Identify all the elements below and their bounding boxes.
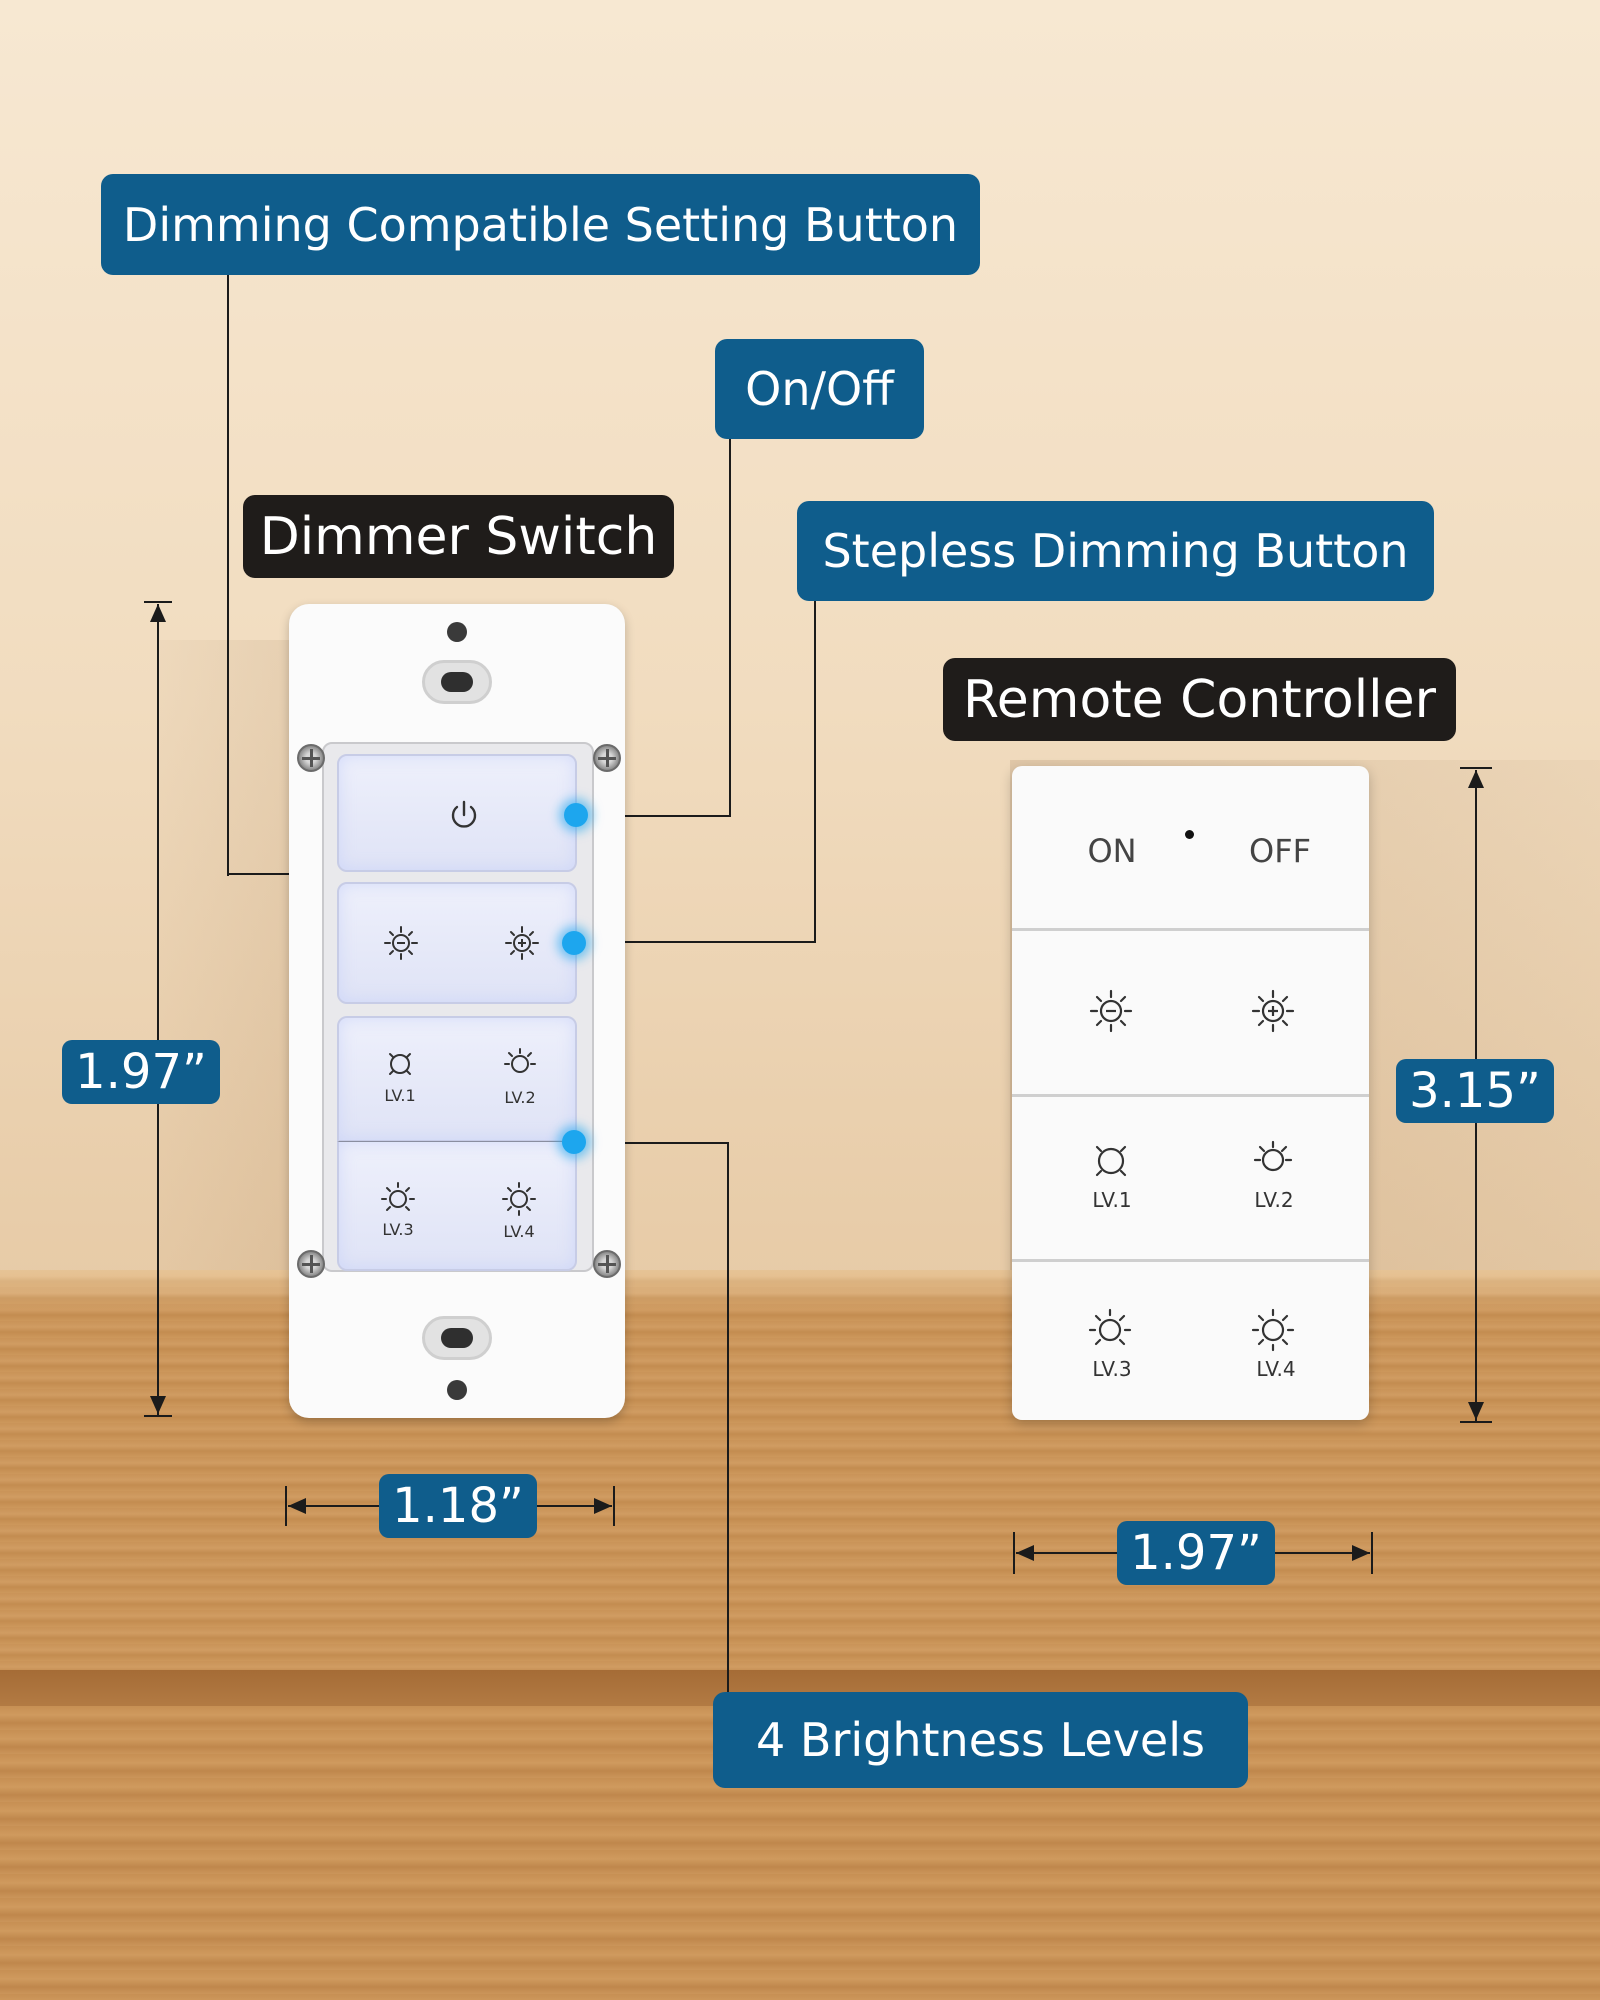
brightness-down-icon [384, 926, 418, 960]
callout-line-brightness [576, 1142, 728, 1144]
callout-line-stepless [814, 600, 816, 943]
plate-top-hole [447, 622, 467, 642]
switch-dimming-button[interactable] [337, 882, 577, 1004]
remote-on-button[interactable]: ON [1087, 832, 1137, 870]
sun-icon[interactable] [1086, 1306, 1134, 1354]
callout-line-on-off [729, 438, 731, 816]
remote-divider [1012, 928, 1369, 931]
stepless-indicator [562, 931, 586, 955]
screw-icon [297, 744, 325, 772]
sun-icon[interactable] [1090, 1140, 1132, 1182]
remote-width-label: 1.97” [1117, 1521, 1275, 1585]
callout-line-dimming-compatible [227, 272, 229, 876]
remote-controller-body [1012, 766, 1369, 1420]
remote-height-label: 3.15” [1396, 1059, 1554, 1123]
switch-lv3-label: LV.3 [382, 1220, 414, 1239]
remote-divider [1012, 1259, 1369, 1262]
callout-line-brightness-v [727, 1142, 729, 1696]
sun-icon [502, 1182, 536, 1216]
switch-level-button-3-4[interactable] [337, 1141, 577, 1271]
switch-height-arrow [144, 601, 172, 1417]
plate-bottom-slot [422, 1316, 492, 1360]
plate-top-slot [422, 660, 492, 704]
switch-lv1-label: LV.1 [384, 1086, 416, 1105]
callout-line-on-off-h [576, 815, 731, 817]
on-off-indicator [564, 803, 588, 827]
brightness-levels-label: 4 Brightness Levels [713, 1692, 1248, 1788]
stepless-dimming-label: Stepless Dimming Button [797, 501, 1434, 601]
callout-line-dimming-compatible-h [227, 873, 337, 875]
dimmer-switch-title: Dimmer Switch [243, 495, 674, 578]
switch-lv4-label: LV.4 [503, 1222, 535, 1241]
sun-icon[interactable] [1249, 1306, 1297, 1354]
dimming-compatible-label: Dimming Compatible Setting Button [101, 174, 980, 275]
screw-icon [297, 1250, 325, 1278]
switch-width-label: 1.18” [379, 1474, 537, 1538]
power-icon [451, 800, 477, 828]
brightness-indicator [562, 1130, 586, 1154]
callout-line-stepless-h [576, 941, 816, 943]
switch-power-button[interactable] [337, 754, 577, 872]
sun-icon [504, 1048, 536, 1073]
remote-lv2-label: LV.2 [1254, 1188, 1294, 1212]
plate-bottom-hole [447, 1380, 467, 1400]
remote-led [1185, 830, 1194, 839]
switch-lv2-label: LV.2 [504, 1088, 536, 1107]
sun-icon[interactable] [1251, 1138, 1295, 1182]
remote-divider [1012, 1094, 1369, 1097]
switch-level-button-1-2[interactable] [337, 1016, 577, 1142]
on-off-label: On/Off [715, 339, 924, 439]
sun-icon [381, 1182, 415, 1211]
brightness-down-icon[interactable] [1087, 987, 1135, 1035]
brightness-up-icon[interactable] [1249, 987, 1297, 1035]
remote-off-button[interactable]: OFF [1249, 832, 1311, 870]
brightness-up-icon [505, 926, 539, 960]
sun-icon [389, 1053, 411, 1075]
remote-lv3-label: LV.3 [1092, 1357, 1132, 1381]
switch-height-label: 1.97” [62, 1040, 220, 1104]
remote-controller-title: Remote Controller [943, 658, 1456, 741]
screw-icon [593, 1250, 621, 1278]
remote-lv4-label: LV.4 [1256, 1357, 1296, 1381]
remote-lv1-label: LV.1 [1092, 1188, 1132, 1212]
screw-icon [593, 744, 621, 772]
